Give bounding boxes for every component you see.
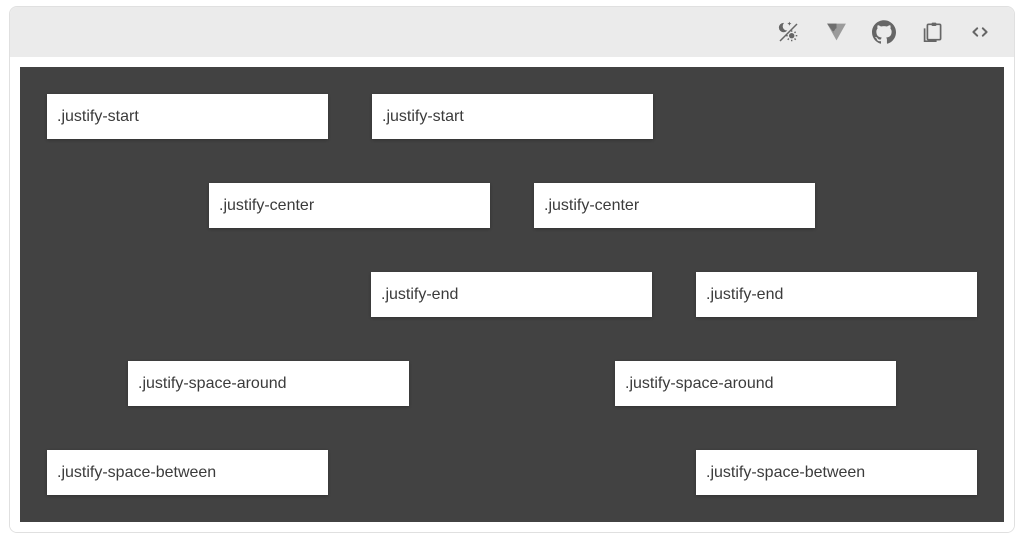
box-label: .justify-end (381, 285, 459, 303)
view-code-button[interactable] (962, 14, 998, 50)
flex-demo-container: .justify-start .justify-start .justify-c… (20, 67, 1004, 522)
flex-demo-box: .justify-center (209, 183, 490, 228)
github-source-button[interactable] (866, 14, 902, 50)
flex-demo-box: .justify-space-between (696, 450, 977, 495)
box-label: .justify-space-between (57, 463, 217, 481)
flex-demo-box: .justify-space-around (615, 361, 896, 406)
theme-light-dark-icon (778, 21, 798, 42)
box-label: .justify-space-around (625, 374, 774, 392)
clipboard-copy-icon (923, 22, 942, 43)
box-label: .justify-space-between (706, 463, 866, 481)
flex-demo-box: .justify-space-between (47, 450, 328, 495)
box-label: .justify-end (706, 285, 784, 303)
github-icon (872, 20, 896, 44)
box-label: .justify-start (382, 107, 464, 125)
flex-demo-box: .justify-start (47, 94, 328, 139)
flex-demo-box: .justify-end (696, 272, 977, 317)
toggle-theme-button[interactable] (770, 14, 806, 50)
example-card: .justify-start .justify-start .justify-c… (9, 6, 1015, 533)
example-toolbar (10, 7, 1014, 57)
flex-row-justify-space-between: .justify-space-between .justify-space-be… (25, 428, 999, 517)
flex-demo-box: .justify-end (371, 272, 652, 317)
box-label: .justify-center (544, 196, 640, 214)
flex-row-justify-space-around: .justify-space-around .justify-space-aro… (25, 339, 999, 428)
box-label: .justify-center (219, 196, 315, 214)
box-label: .justify-start (57, 107, 139, 125)
flex-row-justify-center: .justify-center .justify-center (25, 161, 999, 250)
flex-demo-box: .justify-start (372, 94, 653, 139)
vuetify-logo-icon (826, 23, 846, 41)
flex-demo-box: .justify-space-around (128, 361, 409, 406)
vuetify-playground-button[interactable] (818, 14, 854, 50)
example-stage: .justify-start .justify-start .justify-c… (10, 57, 1014, 532)
code-tags-icon (972, 27, 988, 37)
flex-row-justify-end: .justify-end .justify-end (25, 250, 999, 339)
copy-code-button[interactable] (914, 14, 950, 50)
flex-demo-box: .justify-center (534, 183, 815, 228)
flex-row-justify-start: .justify-start .justify-start (25, 72, 999, 161)
box-label: .justify-space-around (138, 374, 287, 392)
